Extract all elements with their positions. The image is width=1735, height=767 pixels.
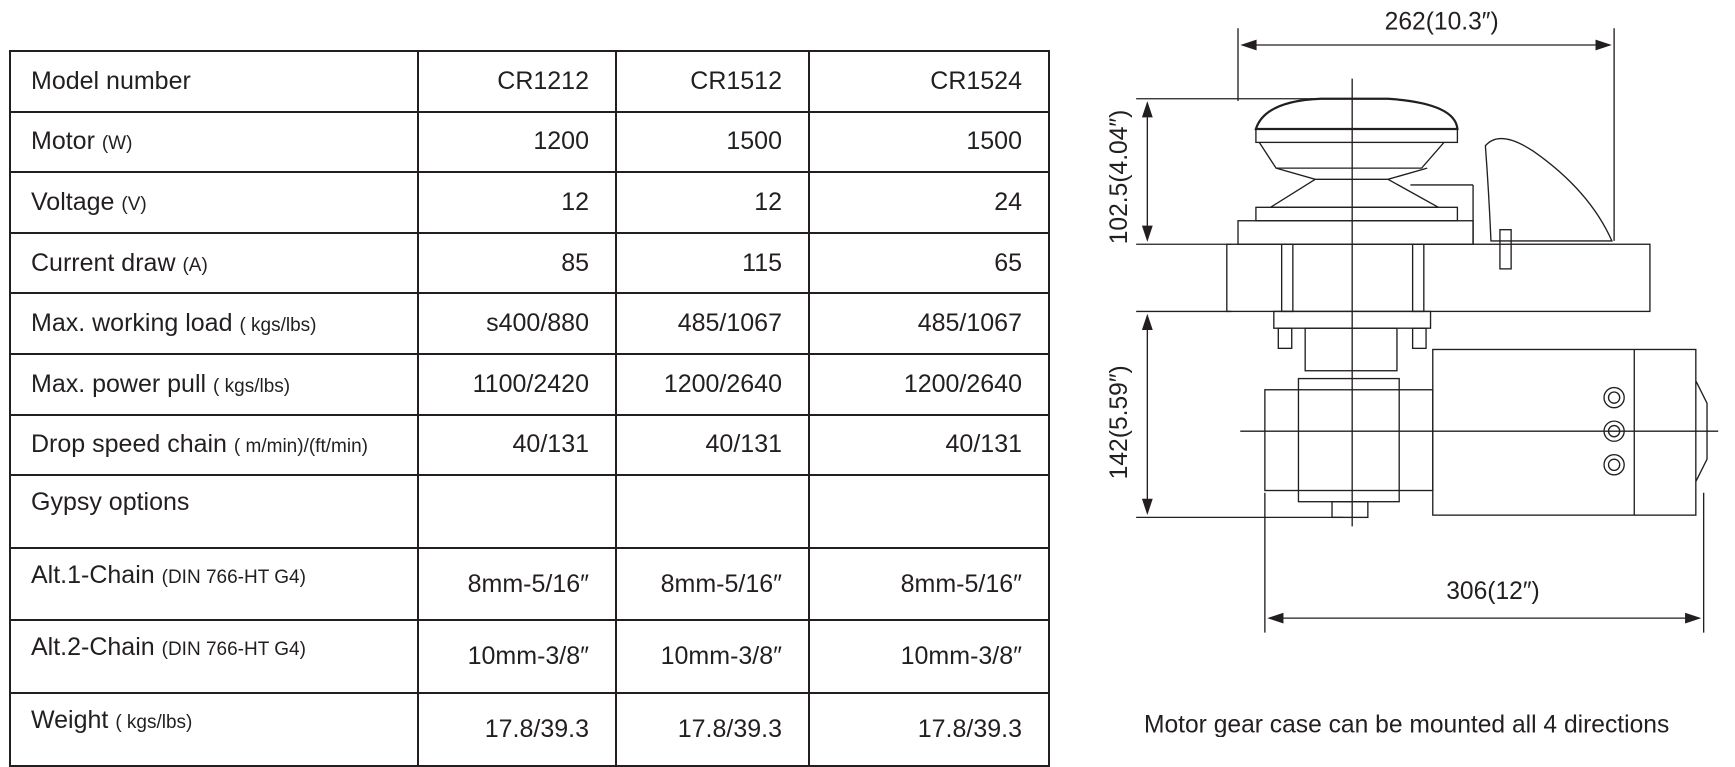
cell-value: 8mm-5/16″ [808,546,1050,622]
winch-dimension-drawing: 262(10.3″) 102.5(4.04″) 142(5.59″) 306(1… [1106,8,1719,737]
cell-value: 12 [615,171,810,234]
cell-value: 1500 [808,110,1050,174]
row-label: Alt.1-Chain (DIN 766-HT G4) [9,546,419,622]
cell-value: 85 [417,231,617,295]
dim-width-top: 262(10.3″) [1385,8,1499,35]
cell-value: 8mm-5/16″ [417,546,617,622]
row-label: Gypsy options [9,474,419,549]
row-unit: ( kgs/lbs) [239,315,317,337]
cell-value [417,474,617,549]
row-label-text: Drop speed chain [31,430,227,459]
row-label: Voltage (V) [9,171,419,234]
row-label: Max. working load ( kgs/lbs) [9,292,419,355]
cell-value [615,474,810,549]
cell-value: 10mm-3/8″ [417,619,617,694]
row-unit: (DIN 766-HT G4) [161,639,306,661]
table-row: Drop speed chain ( m/min)/(ft/min)40/131… [9,413,1050,477]
row-label-text: Current draw [31,248,176,277]
cell-value: 1200/2640 [808,352,1050,416]
model-cr1524: CR1524 [808,50,1050,113]
cell-value: 1500 [615,110,810,174]
table-header-row: Model number CR1212 CR1512 CR1524 [9,50,1050,113]
cell-value: 115 [615,231,810,295]
row-unit: (A) [182,254,208,276]
cell-value: 10mm-3/8″ [808,619,1050,694]
row-unit: (W) [101,133,133,155]
row-unit: (V) [121,193,147,215]
row-unit: ( kgs/lbs) [115,711,193,733]
row-label: Max. power pull ( kgs/lbs) [9,352,419,416]
cell-value: 8mm-5/16″ [615,546,810,622]
table-row: Alt.1-Chain (DIN 766-HT G4)8mm-5/16″8mm-… [9,546,1050,622]
cell-value [808,474,1050,549]
row-label-text: Weight [31,705,109,734]
cell-value: 12 [417,171,617,234]
cell-value: 1200/2640 [615,352,810,416]
row-label-text: Motor [31,127,95,156]
row-label: Current draw (A) [9,231,419,295]
cell-value: 1200 [417,110,617,174]
row-label-text: Max. working load [31,309,233,338]
row-unit: ( kgs/lbs) [213,375,291,397]
cell-value: 485/1067 [615,292,810,355]
spec-table: Model number CR1212 CR1512 CR1524 Motor … [9,50,1050,767]
row-unit: ( m/min)/(ft/min) [233,436,368,458]
row-label-text: Voltage [31,187,115,216]
cell-value: 10mm-3/8″ [615,619,810,694]
cell-value: 65 [808,231,1050,295]
row-label-text: Max. power pull [31,369,207,398]
row-label-text: Alt.2-Chain [31,633,155,662]
header-label: Model number [9,50,419,113]
dim-width-bottom: 306(12″) [1446,578,1540,605]
cell-value: 1100/2420 [417,352,617,416]
cell-value: s400/880 [417,292,617,355]
table-row: Alt.2-Chain (DIN 766-HT G4)10mm-3/8″10mm… [9,619,1050,694]
cell-value: 40/131 [615,413,810,477]
model-cr1212: CR1212 [417,50,617,113]
table-row: Gypsy options [9,474,1050,549]
row-label-text: Alt.1-Chain [31,560,155,589]
dim-height-bottom: 142(5.59″) [1106,365,1133,479]
row-label-text: Gypsy options [31,488,190,517]
diagram-caption: Motor gear case can be mounted all 4 dir… [1144,711,1669,737]
row-label: Alt.2-Chain (DIN 766-HT G4) [9,619,419,694]
cell-value: 485/1067 [808,292,1050,355]
cell-value: 40/131 [417,413,617,477]
cell-value: 40/131 [808,413,1050,477]
model-cr1512: CR1512 [615,50,810,113]
row-label: Motor (W) [9,110,419,174]
cell-value: 24 [808,171,1050,234]
dim-height-top: 102.5(4.04″) [1106,110,1133,245]
row-unit: (DIN 766-HT G4) [161,566,306,588]
row-label: Drop speed chain ( m/min)/(ft/min) [9,413,419,477]
